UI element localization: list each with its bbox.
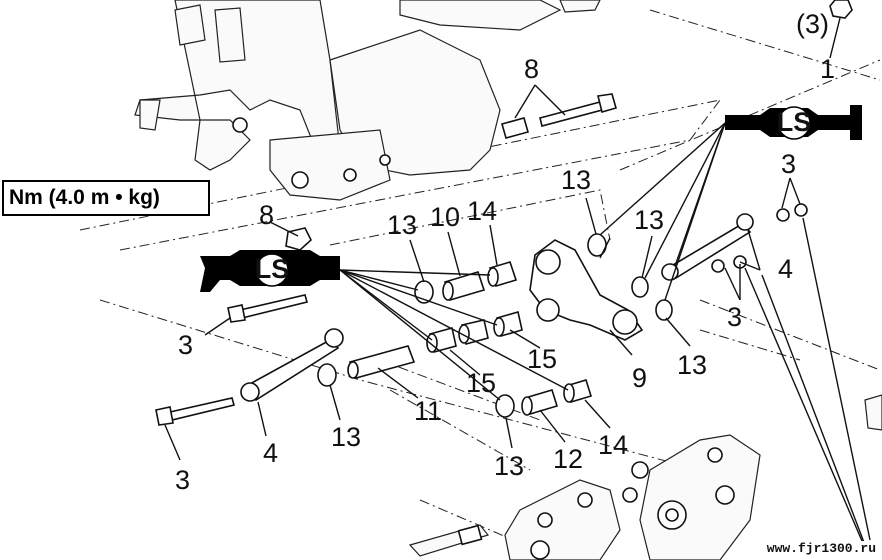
callout-c17: 15 bbox=[466, 368, 496, 398]
bracket-plates bbox=[408, 394, 882, 560]
callout-c24: 3 bbox=[175, 465, 190, 495]
callout-c2: 1 bbox=[820, 54, 835, 84]
callout-c3: 8 bbox=[524, 54, 539, 84]
callout-c12: 13 bbox=[634, 205, 664, 235]
callout-c9: 10 bbox=[430, 202, 460, 232]
bearing-part-14-upper bbox=[487, 261, 518, 287]
grease-leader-lines bbox=[339, 122, 726, 401]
collar-part-11 bbox=[347, 345, 416, 379]
grease-symbol-right: LS bbox=[725, 105, 862, 140]
washers-part-3-right bbox=[711, 203, 808, 273]
callout-c16: 13 bbox=[677, 350, 707, 380]
grease-label-left: LS bbox=[255, 254, 290, 284]
relay-arm-part-9 bbox=[529, 239, 644, 341]
torque-spec-box: Nm (4.0 m • kg) bbox=[2, 180, 210, 216]
collar-part-10 bbox=[442, 271, 486, 301]
link-rod-part-4-left bbox=[240, 328, 344, 402]
callout-c19: 14 bbox=[598, 430, 628, 460]
callout-c10: 14 bbox=[467, 196, 497, 226]
bearings-part-15 bbox=[426, 310, 523, 353]
callout-c22: 12 bbox=[553, 444, 583, 474]
callout-c20: 13 bbox=[331, 422, 361, 452]
bearing-part-14-lower bbox=[563, 379, 593, 403]
watermark-text: www.fjr1300.ru bbox=[764, 541, 878, 556]
callout-c1: (3) bbox=[796, 9, 829, 39]
callout-c23: 13 bbox=[494, 451, 524, 481]
callout-c15: 9 bbox=[632, 363, 647, 393]
callout-c4: 3 bbox=[781, 149, 796, 179]
callout-numbers: (3) 1 8 3 4 3 8 13 10 14 13 13 3 15 9 13… bbox=[175, 9, 835, 495]
callout-c21: 4 bbox=[263, 438, 278, 468]
callout-c18: 11 bbox=[414, 396, 442, 426]
bolt-part-3-lower-left bbox=[155, 397, 235, 461]
callout-c11: 13 bbox=[561, 165, 591, 195]
bolt-part-8-upper bbox=[501, 93, 617, 139]
grease-label-right: LS bbox=[777, 107, 812, 137]
bolt-part-3-upper-left bbox=[204, 294, 308, 336]
nut-part-1 bbox=[829, 0, 853, 59]
frame-structure bbox=[134, 0, 601, 201]
callout-c13: 3 bbox=[178, 330, 193, 360]
grease-symbol-left: LS bbox=[200, 250, 340, 292]
callout-c5: 4 bbox=[778, 254, 793, 284]
collar-part-12 bbox=[521, 389, 559, 416]
callout-c7: 8 bbox=[259, 200, 274, 230]
callout-c6: 3 bbox=[727, 302, 742, 332]
callout-leaders bbox=[257, 84, 871, 549]
callout-c14: 15 bbox=[527, 344, 557, 374]
callout-c8: 13 bbox=[387, 210, 417, 240]
oil-seals-part-13 bbox=[317, 233, 673, 418]
